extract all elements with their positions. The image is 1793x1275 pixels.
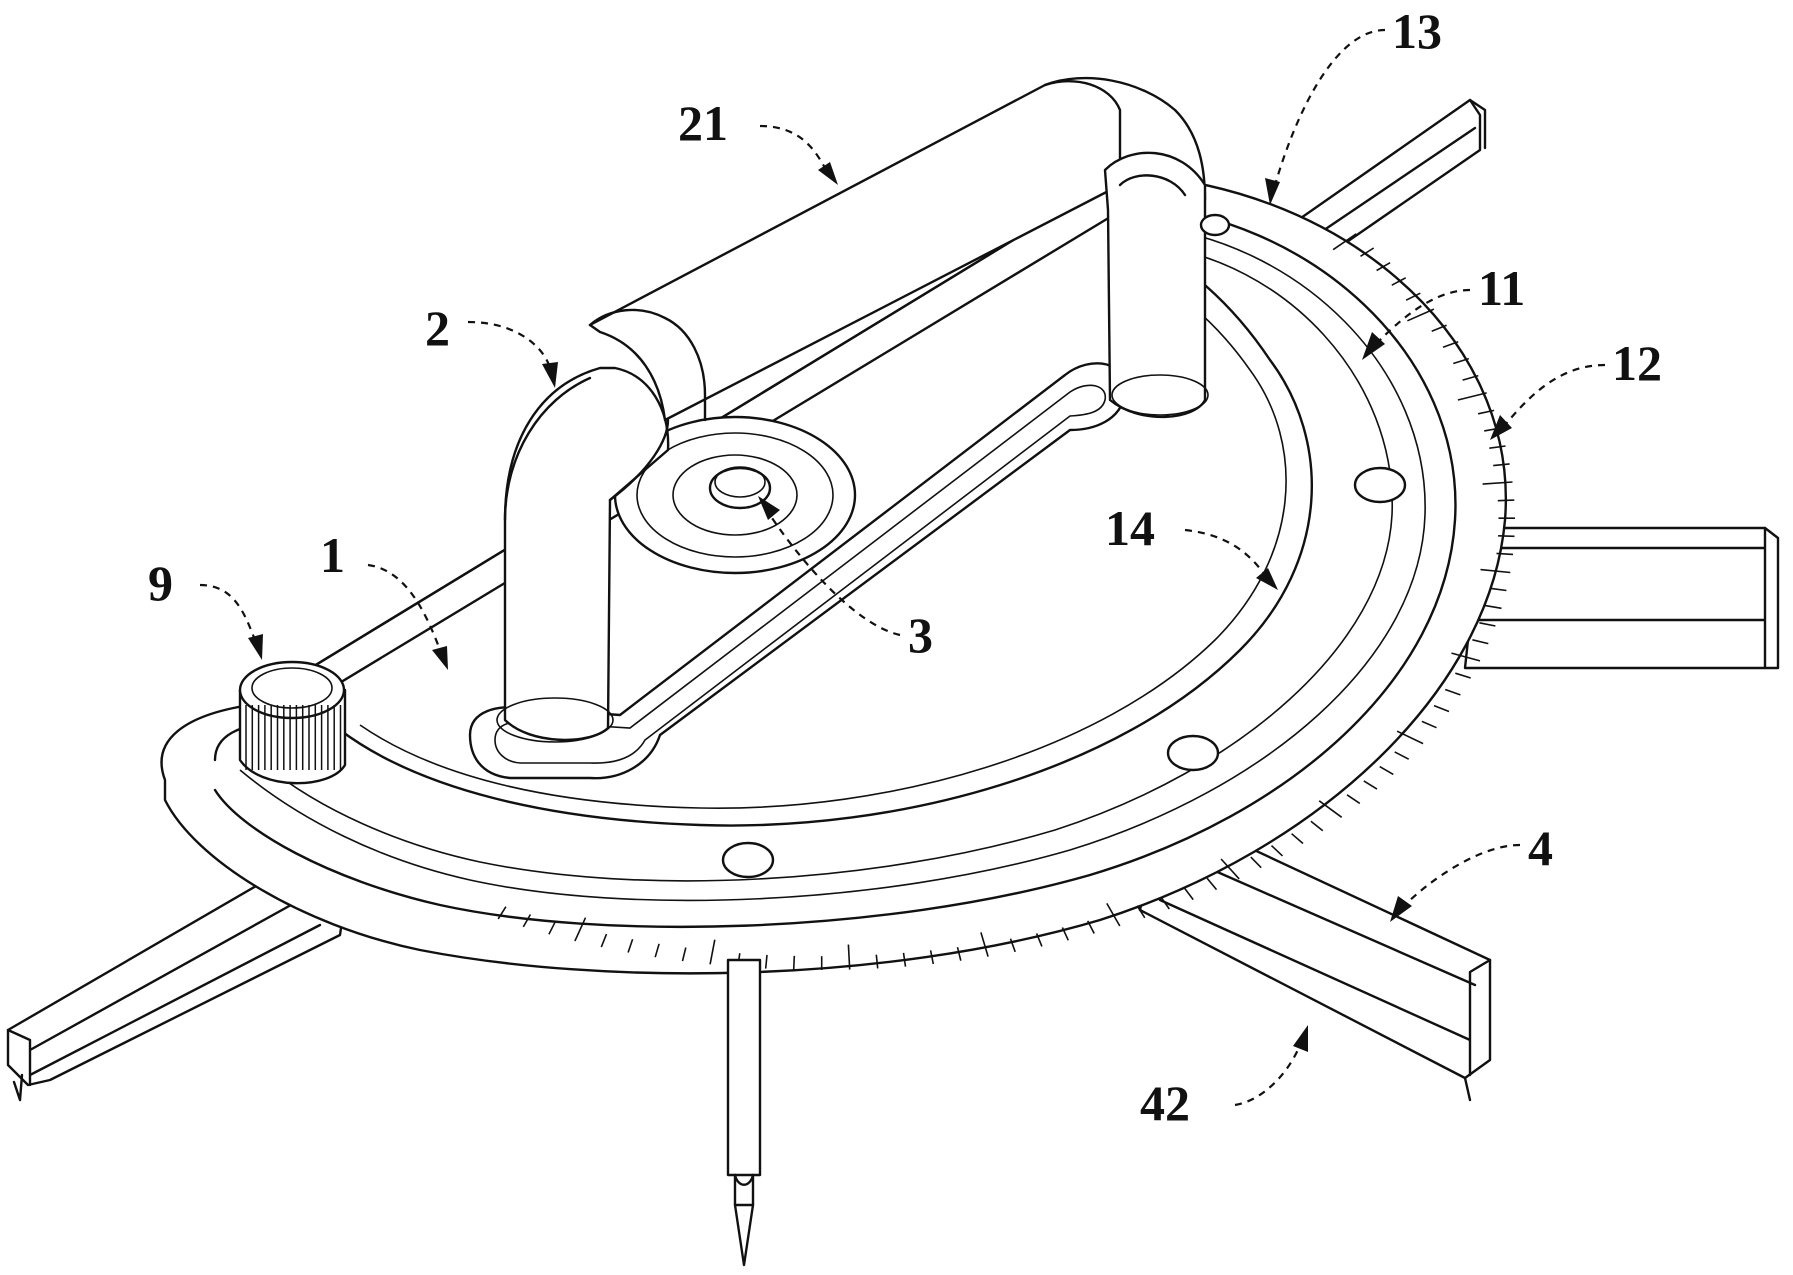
scale-tick (709, 939, 716, 965)
scale-tick (522, 914, 532, 928)
scale-tick (1220, 858, 1240, 880)
scale-tick (1472, 639, 1489, 645)
scale-tick (1396, 730, 1424, 745)
scale-tick (1250, 856, 1262, 869)
callout-12: 12 (1490, 335, 1662, 440)
scale-tick (792, 955, 796, 970)
scale-tick (875, 954, 879, 969)
scale-tick (574, 917, 587, 942)
scale-tick (1457, 392, 1487, 401)
marking-pin (726, 958, 762, 1267)
scale-tick (1318, 800, 1343, 818)
scale-tick (497, 906, 507, 920)
scale-tick (1485, 604, 1502, 610)
scale-tick (902, 952, 907, 967)
scale-tick (1497, 499, 1515, 502)
label-4: 4 (1528, 820, 1553, 876)
label-12: 12 (1612, 335, 1662, 391)
label-1: 1 (320, 527, 345, 583)
scale-tick (1379, 765, 1394, 776)
scale-tick (956, 947, 962, 961)
scale-tick (627, 939, 634, 953)
scale-tick (1431, 324, 1447, 332)
scale-tick (1451, 652, 1481, 662)
scale-tick (764, 954, 768, 969)
label-42: 42 (1140, 1075, 1190, 1131)
callout-2: 2 (425, 300, 558, 388)
handle (496, 76, 1209, 743)
scale-tick (1346, 794, 1361, 805)
scale-tick (1035, 933, 1043, 947)
scale-tick (1477, 409, 1495, 415)
scale-tick (1291, 833, 1304, 845)
callout-13: 13 (1265, 3, 1442, 205)
callout-9: 9 (148, 555, 263, 660)
scale-tick (1363, 780, 1378, 790)
ring-studs (721, 213, 1407, 879)
scale-tick (1391, 277, 1407, 286)
callout-42: 42 (1140, 1025, 1308, 1131)
scale-tick (654, 943, 660, 958)
scale-tick (1489, 445, 1506, 449)
scale-tick (600, 933, 608, 948)
scale-tick (681, 947, 687, 962)
label-11: 11 (1478, 260, 1525, 316)
scale-tick (1489, 587, 1507, 592)
scale-tick (1496, 552, 1514, 556)
scale-tick (1407, 308, 1435, 322)
scale-tick (1086, 920, 1095, 934)
scale-tick (1360, 247, 1375, 257)
label-3: 3 (908, 607, 933, 663)
scale-tick (1106, 903, 1121, 927)
center-pivot (613, 415, 857, 575)
scale-tick (1482, 481, 1513, 485)
label-2: 2 (425, 300, 450, 356)
scale-tick (1455, 672, 1471, 679)
scale-tick (1479, 622, 1496, 627)
scale-tick (1480, 568, 1511, 574)
knob-knurling (245, 705, 342, 770)
scale-tick (1442, 341, 1459, 348)
scale-tick (980, 932, 989, 957)
callout-3: 3 (758, 496, 933, 663)
callout-14: 14 (1105, 500, 1278, 590)
scale-tick (1462, 374, 1479, 381)
scale-tick (1310, 820, 1324, 832)
scale-tick (1332, 233, 1357, 251)
label-14: 14 (1105, 500, 1155, 556)
scale-tick (847, 944, 851, 970)
callout-11: 11 (1362, 260, 1525, 360)
scale-tick (1061, 927, 1070, 941)
callout-21: 21 (678, 95, 838, 185)
scale-tick (1498, 535, 1515, 538)
scale-tick (1493, 463, 1510, 467)
scale-tick (1433, 704, 1450, 713)
adjustment-knob (238, 660, 347, 785)
label-9: 9 (148, 555, 173, 611)
scale-tick (1270, 845, 1284, 857)
scale-tick (548, 921, 557, 935)
scale-tick (1394, 751, 1410, 760)
scale-tick (1183, 887, 1194, 901)
scale-tick (1206, 877, 1218, 891)
label-21: 21 (678, 95, 728, 151)
scale-tick (1421, 720, 1437, 729)
scale-graduations (497, 233, 1515, 970)
callout-4: 4 (1390, 820, 1553, 922)
scale-tick (1136, 905, 1146, 919)
scale-tick (1160, 896, 1170, 910)
scale-tick (1405, 292, 1421, 301)
scale-tick (1009, 938, 1016, 953)
arm-right (1463, 526, 1780, 670)
label-13: 13 (1392, 3, 1442, 59)
scale-tick (1453, 357, 1470, 365)
scale-tick (1376, 262, 1391, 272)
scale-tick (1444, 688, 1461, 696)
callout-1: 1 (320, 527, 448, 670)
scale-tick (929, 950, 935, 965)
